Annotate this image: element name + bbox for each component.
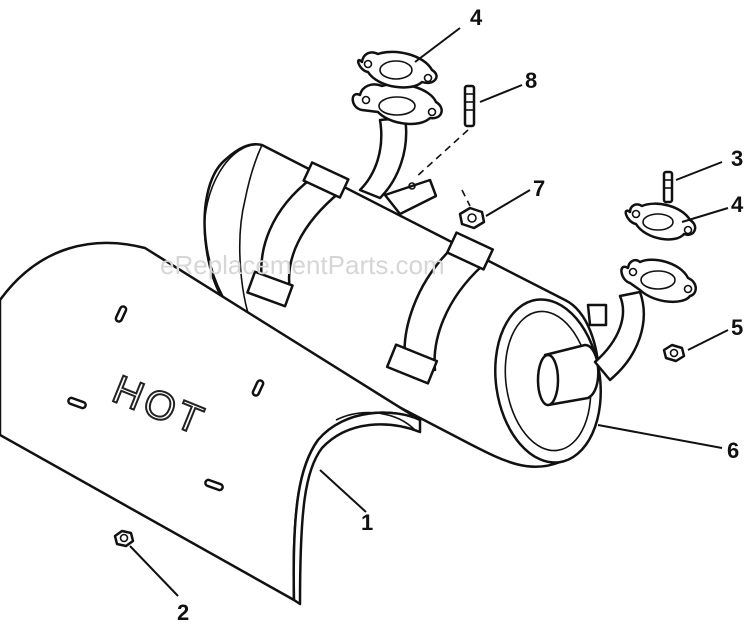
watermark: eReplacementParts.com <box>160 250 445 280</box>
stud-upper <box>414 84 476 179</box>
gasket-upper <box>356 50 438 89</box>
callout-4-lower: 4 <box>731 192 744 217</box>
nut-right <box>662 343 686 363</box>
callout-4-upper: 4 <box>470 5 483 30</box>
callout-8: 8 <box>525 68 537 93</box>
muffler-strap-left <box>246 161 350 308</box>
callout-3: 3 <box>731 146 743 171</box>
gasket-lower <box>624 202 697 241</box>
lower-inlet-pipe <box>586 258 697 382</box>
callout-1: 1 <box>361 510 373 535</box>
upper-inlet-pipe <box>351 82 443 216</box>
callout-6: 6 <box>727 438 739 463</box>
leader-lines <box>129 27 729 597</box>
heat-shield: HOT <box>0 241 422 606</box>
callout-2: 2 <box>177 600 189 625</box>
nut-center <box>458 189 486 230</box>
callout-5: 5 <box>731 315 743 340</box>
muffler-strap-right <box>385 231 495 385</box>
stud-lower <box>662 170 674 204</box>
screw <box>113 529 135 548</box>
callout-7: 7 <box>533 176 545 201</box>
